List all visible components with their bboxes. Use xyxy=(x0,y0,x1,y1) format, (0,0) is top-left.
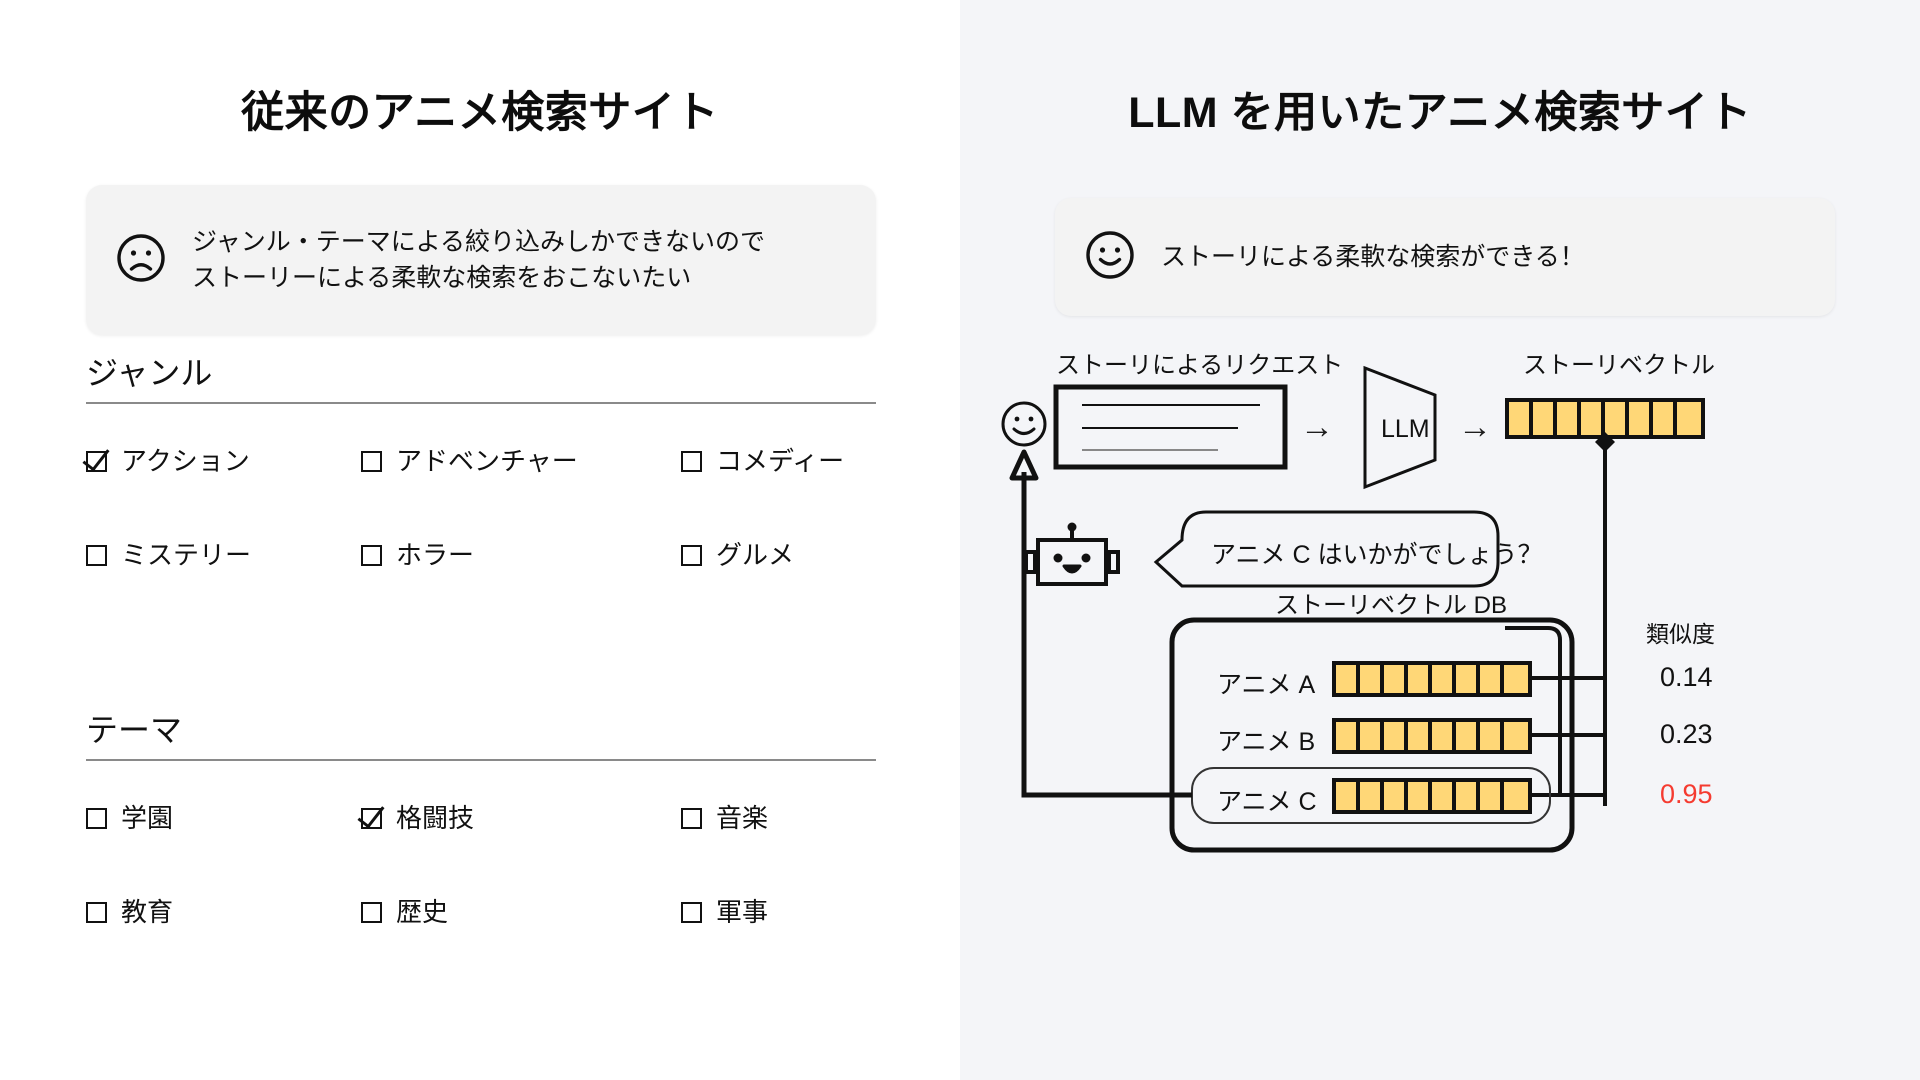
checkbox-label: 音楽 xyxy=(716,803,769,833)
llm-label: LLM xyxy=(1381,415,1430,443)
checkbox-genre-1[interactable]: アドベンチャー xyxy=(361,448,681,474)
bot-suggestion-text: アニメ C はいかがでしょう？ xyxy=(1211,541,1543,569)
checkbox-theme-1[interactable]: 格闘技 xyxy=(361,805,681,831)
legacy-search-panel: 従来のアニメ検索サイト ジャンル・テーマによる絞り込みしかできないので ストーリ… xyxy=(0,0,960,1080)
similarity-value-a: 0.14 xyxy=(1660,662,1713,692)
checkbox-box-icon[interactable] xyxy=(361,450,382,472)
checkbox-theme-5[interactable]: 軍事 xyxy=(681,899,876,925)
robot-icon xyxy=(1024,522,1120,586)
row-vector-b xyxy=(1332,718,1532,754)
checkbox-theme-2[interactable]: 音楽 xyxy=(681,805,876,831)
speech-bubble xyxy=(1153,510,1500,588)
feedback-path xyxy=(1009,449,1192,798)
db-row-name-a: アニメ A xyxy=(1217,671,1316,699)
similarity-value-b: 0.23 xyxy=(1660,719,1713,749)
section-genre-rule xyxy=(86,402,876,404)
story-vector-label: ストーリベクトル xyxy=(1523,352,1715,379)
checkbox-box-icon[interactable] xyxy=(681,807,702,829)
checkbox-box-icon[interactable] xyxy=(681,544,702,566)
legacy-callout-text: ジャンル・テーマによる絞り込みしかできないので ストーリーによる柔軟な検索をおこ… xyxy=(192,227,766,292)
llm-callout: ストーリによる柔軟な検索ができる！ xyxy=(1055,198,1835,316)
similarity-value-c: 0.95 xyxy=(1660,779,1713,809)
checkbox-label: 教育 xyxy=(121,897,174,927)
vector-db-container xyxy=(1169,617,1575,853)
row-vector-c xyxy=(1332,778,1532,814)
section-theme: テーマ 学園 格闘技 音楽 教育 xyxy=(86,705,876,925)
llm-shape xyxy=(1363,365,1437,490)
checkbox-box-icon[interactable] xyxy=(361,901,382,923)
llm-callout-text: ストーリによる柔軟な検索ができる！ xyxy=(1161,242,1585,271)
checkbox-genre-2[interactable]: コメディー xyxy=(681,448,876,474)
vector-db-label: ストーリベクトル DB xyxy=(1275,592,1508,619)
story-vector xyxy=(1505,398,1705,439)
checkbox-label: 歴史 xyxy=(396,897,449,927)
checkbox-label: ミステリー xyxy=(121,540,252,570)
section-theme-rule xyxy=(86,759,876,761)
checkbox-box-icon[interactable] xyxy=(681,450,702,472)
checkbox-label: グルメ xyxy=(716,540,795,570)
checkbox-theme-0[interactable]: 学園 xyxy=(86,805,361,831)
checkbox-theme-3[interactable]: 教育 xyxy=(86,899,361,925)
checkbox-box-checked-icon[interactable] xyxy=(86,450,107,472)
checkbox-label: アドベンチャー xyxy=(396,446,578,476)
genre-checkbox-grid: アクション アドベンチャー コメディー ミステリー ホラー xyxy=(86,448,876,568)
checkbox-box-icon[interactable] xyxy=(681,901,702,923)
db-row-name-b: アニメ B xyxy=(1217,728,1316,756)
checkbox-genre-3[interactable]: ミステリー xyxy=(86,542,361,568)
checkbox-label: 格闘技 xyxy=(396,803,475,833)
checkbox-label: コメディー xyxy=(716,446,845,476)
section-theme-heading: テーマ xyxy=(86,712,183,748)
checkbox-box-icon[interactable] xyxy=(86,807,107,829)
page-title-right: LLM を用いたアニメ検索サイト xyxy=(1128,89,1752,137)
checkbox-label: 軍事 xyxy=(716,897,769,927)
checkbox-box-checked-icon[interactable] xyxy=(361,807,382,829)
legacy-callout: ジャンル・テーマによる絞り込みしかできないので ストーリーによる柔軟な検索をおこ… xyxy=(86,185,876,335)
checkbox-theme-4[interactable]: 歴史 xyxy=(361,899,681,925)
diagram-artwork xyxy=(1001,365,1705,853)
checkbox-genre-5[interactable]: グルメ xyxy=(681,542,876,568)
request-label: ストーリによるリクエスト xyxy=(1056,352,1344,379)
checkbox-genre-0[interactable]: アクション xyxy=(86,448,361,474)
section-genre-heading: ジャンル xyxy=(86,355,213,391)
arrow-llm-to-vector: → xyxy=(1458,408,1492,446)
page-title-left: 従来のアニメ検索サイト xyxy=(241,89,719,137)
checkbox-label: ホラー xyxy=(396,540,475,570)
section-genre: ジャンル アクション アドベンチャー コメディー ミステリー xyxy=(86,348,876,568)
checkbox-genre-4[interactable]: ホラー xyxy=(361,542,681,568)
request-box xyxy=(1053,384,1288,470)
checkbox-box-icon[interactable] xyxy=(86,901,107,923)
checkbox-box-icon[interactable] xyxy=(361,544,382,566)
llm-search-panel: LLM を用いたアニメ検索サイト ストーリによる柔軟な検索ができる！ xyxy=(960,0,1920,1080)
checkbox-label: 学園 xyxy=(121,803,174,833)
row-vector-a xyxy=(1332,661,1532,697)
arrow-request-to-llm: → xyxy=(1300,408,1334,446)
db-row-name-c: アニメ C xyxy=(1217,788,1317,816)
checkbox-box-icon[interactable] xyxy=(86,544,107,566)
happy-face-icon xyxy=(1083,228,1137,287)
sad-face-icon xyxy=(114,231,168,290)
checkbox-label: アクション xyxy=(121,446,250,476)
user-smiley-icon xyxy=(1001,401,1047,447)
similarity-header: 類似度 xyxy=(1646,621,1715,647)
llm-pipeline-diagram: ストーリによるリクエスト ストーリベクトル LLM → → アニメ C はいかが… xyxy=(960,0,1920,1080)
theme-checkbox-grid: 学園 格闘技 音楽 教育 歴史 xyxy=(86,805,876,925)
